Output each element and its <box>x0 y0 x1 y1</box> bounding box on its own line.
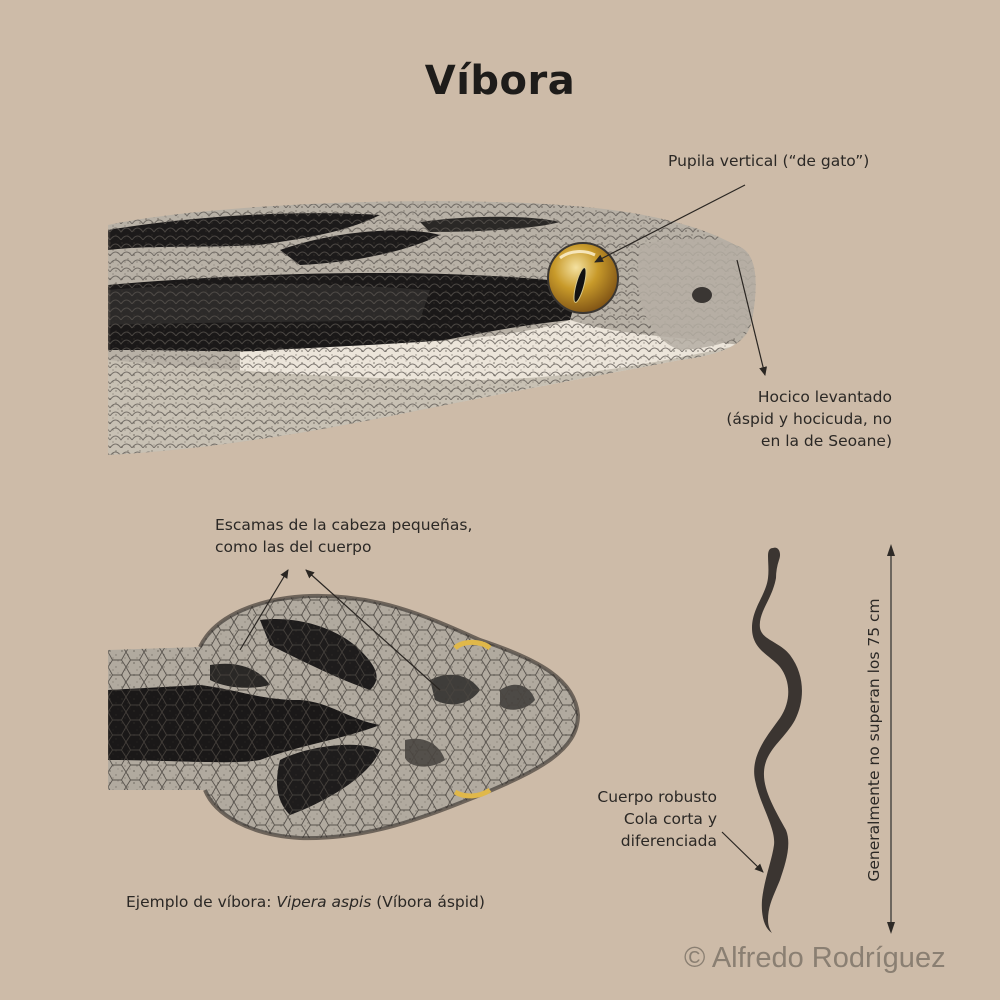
tail-callout-arrow <box>721 831 764 873</box>
viper-body-silhouette <box>752 547 802 933</box>
size-arrow-top-icon <box>887 544 895 556</box>
size-arrow-bottom-icon <box>887 922 895 934</box>
pupil-label: Pupila vertical (“de gato”) <box>668 152 870 170</box>
snout-label-line1: Hocico levantado <box>757 388 892 406</box>
scales-callout-arrow-left <box>239 569 289 651</box>
body-label: Cuerpo robusto Cola corta y diferenciada <box>560 786 717 852</box>
species-caption: Ejemplo de víbora: Vipera aspis (Víbora … <box>126 891 485 913</box>
snout-label: Hocico levantado (áspid y hocicuda, no e… <box>680 386 892 452</box>
size-label: Generalmente no superan los 75 cm <box>865 598 883 882</box>
body-label-line1: Cuerpo robusto <box>597 788 717 806</box>
top-view-viper-head <box>108 593 581 841</box>
body-label-line2: Cola corta y <box>623 810 717 828</box>
pupil-callout-arrow <box>594 184 746 263</box>
copyright-credit: © Alfredo Rodríguez <box>684 942 946 974</box>
scales-label-line1: Escamas de la cabeza pequeñas, <box>215 516 473 534</box>
caption-suffix: (Víbora áspid) <box>371 893 485 911</box>
scales-callout-arrow-right <box>305 569 441 691</box>
caption-prefix: Ejemplo de víbora: <box>126 893 277 911</box>
side-view-viper-head <box>108 201 756 455</box>
page-title: Víbora <box>424 58 576 104</box>
snout-callout-arrow <box>736 259 767 376</box>
scales-label-line2: como las del cuerpo <box>215 538 372 556</box>
body-label-line3: diferenciada <box>620 832 717 850</box>
snout-label-line2: (áspid y hocicuda, no <box>726 410 892 428</box>
snout-label-line3: en la de Seoane) <box>760 432 892 450</box>
caption-species: Vipera aspis <box>276 893 372 911</box>
scales-label: Escamas de la cabeza pequeñas, como las … <box>215 514 472 558</box>
